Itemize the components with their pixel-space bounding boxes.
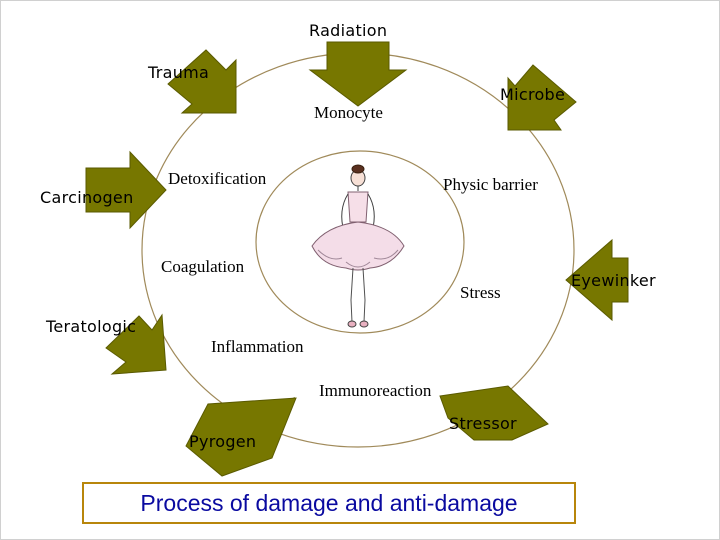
- teratologic-arrow-icon: [105, 313, 167, 375]
- diagram-title: Process of damage and anti-damage: [140, 489, 518, 516]
- title-box: Process of damage and anti-damage: [82, 482, 576, 524]
- ballerina-icon: [311, 164, 405, 328]
- trauma-label: Trauma: [148, 63, 210, 82]
- monocyte-label: Monocyte: [314, 103, 383, 122]
- eyewinker-arrow-icon: [565, 238, 629, 322]
- teratologic-label: Teratologic: [46, 317, 137, 336]
- stressor-label: Stressor: [449, 414, 517, 433]
- microbe-label: Microbe: [500, 85, 566, 104]
- immunoreaction-label: Immunoreaction: [319, 381, 432, 400]
- inner-circle: [255, 150, 465, 334]
- microbe-arrow-icon: [507, 64, 577, 131]
- eyewinker-label: Eyewinker: [571, 271, 656, 290]
- stress-label: Stress: [460, 283, 501, 302]
- pyrogen-label: Pyrogen: [189, 432, 257, 451]
- inflammation-label: Inflammation: [211, 337, 304, 356]
- radiation-arrow-icon: [308, 41, 408, 107]
- trauma-arrow-icon: [167, 49, 237, 114]
- radiation-label: Radiation: [309, 21, 388, 40]
- stressor-arrow-icon: [439, 385, 549, 441]
- detoxification-label: Detoxification: [168, 169, 267, 188]
- carcinogen-label: Carcinogen: [40, 188, 134, 207]
- pyrogen-arrow-body: [185, 397, 297, 477]
- carcinogen-arrow-icon: [85, 150, 167, 230]
- physic-barrier-label: Physic barrier: [443, 175, 538, 194]
- coagulation-label: Coagulation: [161, 257, 245, 276]
